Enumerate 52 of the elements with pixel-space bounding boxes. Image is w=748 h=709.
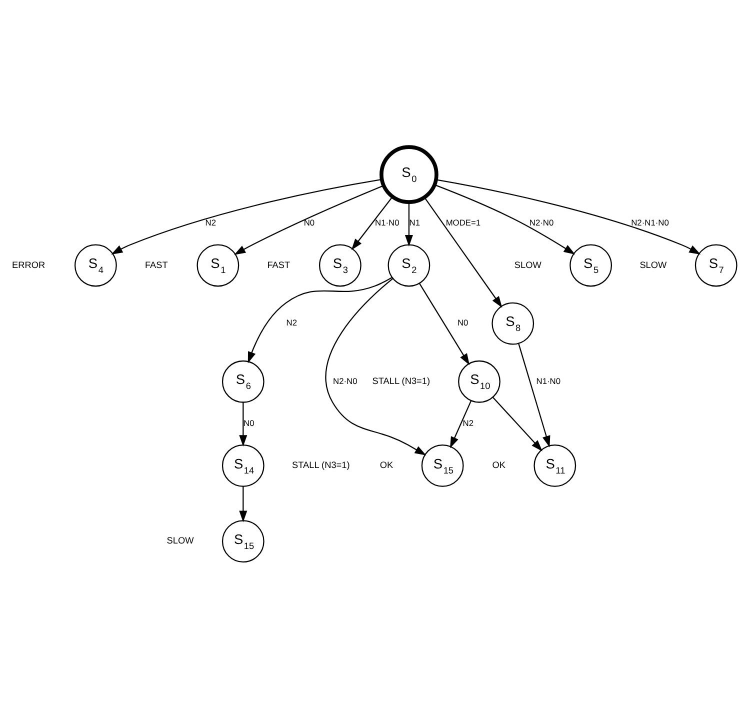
edge-label: N1·N0 <box>536 376 561 386</box>
node-label: STALL (N3=1) <box>292 460 350 470</box>
node-label: FAST <box>144 260 168 270</box>
node-circle: S$_{10}$ <box>458 360 500 403</box>
node-circle: S$_{3}$ <box>318 244 362 287</box>
node-circle: S$_{0}$ <box>380 145 438 204</box>
arrow <box>436 179 701 254</box>
edge-label: N2 <box>462 418 474 428</box>
edge-label: N0 <box>457 318 468 328</box>
node-circle: S$_{14}$ <box>222 444 264 487</box>
edge-label: N2·N0 <box>333 376 358 386</box>
node-label: STALL (N3=1) <box>372 376 430 386</box>
arrow <box>424 197 502 308</box>
node-circle: S$_{4}$ <box>74 244 117 287</box>
edge-label: N2 <box>286 318 298 328</box>
node-label: SLOW <box>166 536 194 546</box>
node-circle: S$_{11}$ <box>534 444 576 487</box>
node-label: SLOW <box>514 260 542 270</box>
arrow <box>404 202 413 246</box>
node-label: OK <box>492 460 506 470</box>
node-circle: S$_{7}$ <box>694 244 738 287</box>
edge-label: N2·N1·N0 <box>631 218 669 228</box>
arrow <box>239 402 248 447</box>
edge-label: N1·N0 <box>375 218 400 228</box>
arrow <box>234 185 384 255</box>
node-label: FAST <box>267 260 290 270</box>
node-circle: S$_{6}$ <box>222 360 264 403</box>
arrow <box>450 400 472 448</box>
node-label: OK <box>380 460 394 470</box>
edge-label: N1 <box>409 218 420 228</box>
node-circle: S$_{2}$ <box>388 244 430 287</box>
arrow <box>518 343 550 448</box>
edge-label: N2·N0 <box>529 218 554 228</box>
arrow <box>434 184 576 255</box>
node-circle: S$_{5}$ <box>570 244 612 287</box>
arrow <box>248 277 392 364</box>
node-circle: S$_{1}$ <box>196 244 240 287</box>
arrow <box>239 486 248 522</box>
arrow <box>492 396 542 452</box>
edge-label: MODE=1 <box>446 218 481 228</box>
node-label: ERROR <box>12 260 46 270</box>
node-circle: S$_{15}$ <box>222 520 264 563</box>
edge-label: N0 <box>244 418 254 428</box>
edge-label: N0 <box>304 218 315 228</box>
arrow <box>351 196 393 250</box>
node-circle: S$_{8}$ <box>492 302 534 345</box>
node-circle: S$_{15}$ <box>421 444 464 487</box>
edge-label: N2 <box>205 218 216 228</box>
node-label: SLOW <box>640 260 667 270</box>
arrow <box>111 178 382 254</box>
arrow <box>418 283 470 366</box>
arrow <box>325 278 426 456</box>
